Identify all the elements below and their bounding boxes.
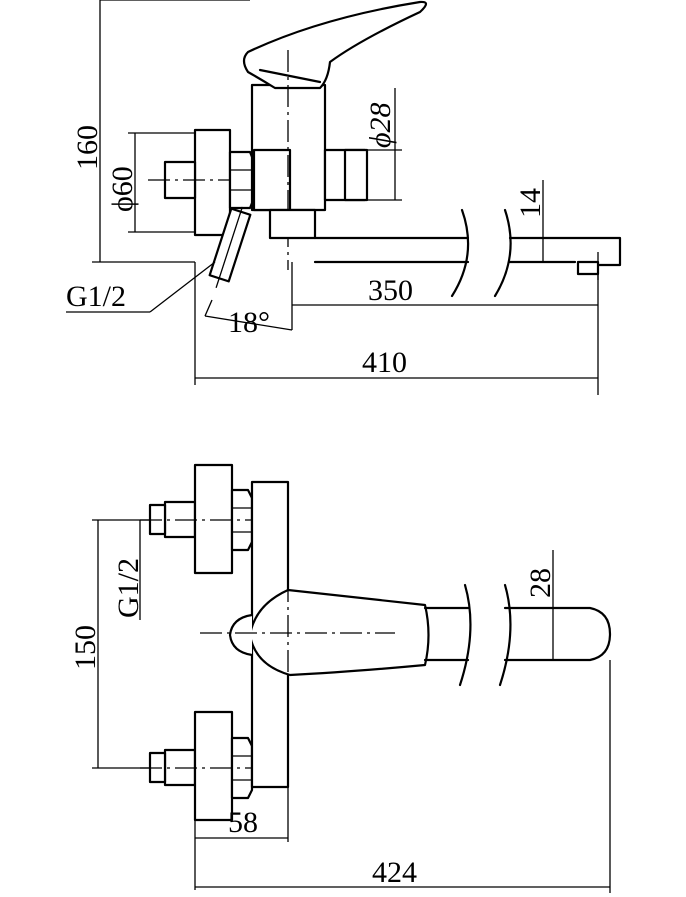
hex-nut: [228, 150, 256, 210]
wall-flange: [193, 128, 232, 237]
dim-diameter-60: ϕ60: [106, 166, 139, 212]
body-inlet-hub: [252, 148, 292, 212]
spout-tube: [313, 236, 470, 264]
dim-center-distance-150: 150: [69, 625, 102, 670]
dim-diameter-28: ϕ28: [364, 102, 397, 148]
upper-flange: [193, 463, 234, 575]
dim-spout-width-28: 28: [524, 568, 557, 598]
cartridge-cap: [228, 613, 254, 657]
dim-thread-g12: G1/2: [66, 280, 126, 313]
side-view: 160 ϕ60 ϕ28: [66, 0, 622, 395]
dim-spout-reach-350: 350: [368, 274, 413, 307]
aerator: [576, 260, 600, 276]
dim-total-length-424: 424: [372, 856, 417, 889]
lever-handle: [242, 0, 428, 90]
dim-angle-18: 18°: [228, 306, 270, 339]
spout-top-view: [423, 606, 470, 662]
dim-thread-g12-top: G1/2: [112, 558, 145, 618]
top-view: 150 G1/2 28: [69, 463, 612, 893]
lower-hex-nut: [230, 736, 254, 800]
dim-body-offset-58: 58: [228, 806, 258, 839]
lower-flange: [193, 710, 234, 822]
dim-total-depth-410: 410: [362, 346, 407, 379]
spout-base: [268, 208, 317, 240]
dim-height-160: 160: [71, 125, 104, 170]
dim-spout-thickness-14: 14: [514, 188, 547, 218]
